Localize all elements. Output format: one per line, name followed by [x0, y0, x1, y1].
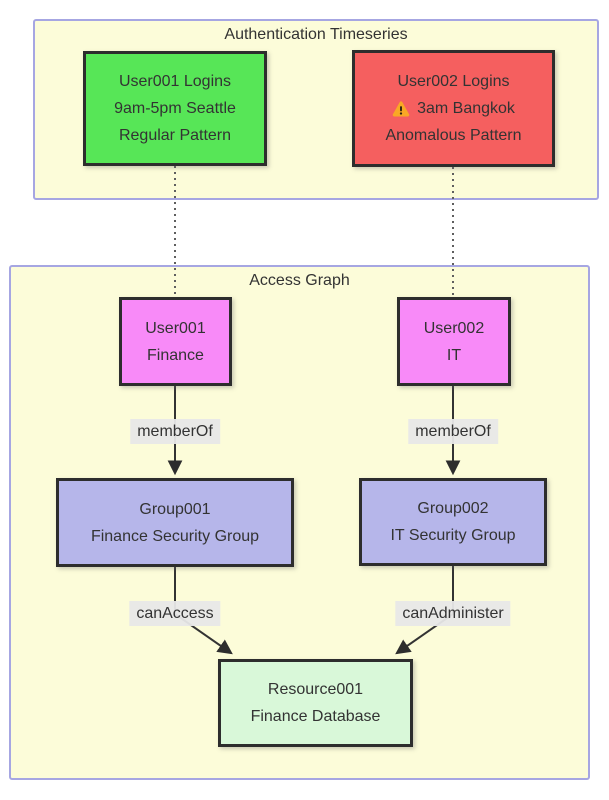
node-resource001: Resource001 Finance Database: [218, 659, 413, 747]
node-group001-line2: Finance Security Group: [90, 527, 260, 545]
node-group002-line2: IT Security Group: [390, 527, 516, 544]
node-user001: User001 Finance: [119, 297, 232, 386]
node-user002-line1: User002: [423, 319, 485, 337]
node-user002-logins-line2: 3am Bangkok: [392, 95, 515, 122]
node-user001-logins-line1: User001 Logins: [118, 73, 232, 90]
node-resource001-line1: Resource001: [267, 681, 364, 698]
node-group001: Group001 Finance Security Group: [56, 478, 294, 567]
edge-label-canadminister: canAdminister: [395, 601, 511, 626]
node-user001-line1: User001: [145, 319, 206, 337]
node-user002: User002 IT: [397, 297, 511, 386]
auth-timeseries-title: Authentication Timeseries: [224, 26, 408, 43]
access-graph-title: Access Graph: [249, 272, 350, 289]
edge-label-memberof-user002: memberOf: [408, 419, 498, 444]
node-resource001-line2: Finance Database: [250, 708, 381, 725]
node-user001-line2: Finance: [147, 346, 204, 364]
node-user002-line2: IT: [446, 346, 462, 364]
node-user001-logins-line2: 9am-5pm Seattle: [114, 100, 236, 117]
edge-label-canaccess: canAccess: [129, 601, 221, 626]
node-group002-line1: Group002: [417, 500, 489, 517]
node-user002-logins-line2-text: 3am Bangkok: [417, 100, 515, 117]
node-user002-logins: User002 Logins 3am Bangkok Anomalous Pat…: [352, 50, 555, 167]
node-group002: Group002 IT Security Group: [359, 478, 547, 566]
node-user001-logins: User001 Logins 9am-5pm Seattle Regular P…: [83, 51, 267, 166]
warning-icon: [392, 100, 410, 117]
node-user002-logins-line1: User002 Logins: [397, 73, 510, 90]
node-group001-line1: Group001: [139, 500, 211, 518]
node-user002-logins-line3: Anomalous Pattern: [385, 127, 522, 144]
node-user001-logins-line3: Regular Pattern: [118, 127, 232, 144]
edge-label-memberof-user001: memberOf: [130, 419, 220, 444]
